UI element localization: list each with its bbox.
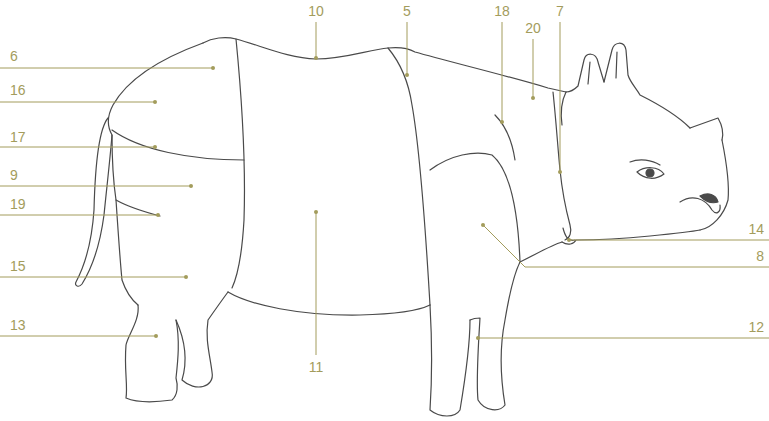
shoulder-plate bbox=[495, 115, 515, 160]
snout-line bbox=[700, 140, 728, 230]
leader-dot bbox=[154, 334, 158, 338]
leader-dot bbox=[567, 238, 571, 242]
leader-dots bbox=[153, 56, 571, 340]
leader-line bbox=[0, 336, 156, 337]
leader-line bbox=[560, 22, 561, 172]
callout-number: 11 bbox=[309, 359, 324, 375]
back-line bbox=[203, 38, 566, 92]
leader-line bbox=[316, 22, 317, 58]
callout-number: 9 bbox=[10, 167, 18, 183]
leader-line bbox=[0, 277, 186, 278]
leader-line bbox=[0, 147, 155, 148]
hip-fold bbox=[112, 130, 244, 160]
callout-number: 19 bbox=[10, 196, 26, 212]
callout-number: 7 bbox=[556, 3, 564, 19]
rhino-outline bbox=[76, 38, 729, 416]
rear-leg bbox=[125, 305, 178, 402]
eye bbox=[637, 168, 664, 179]
leader-line bbox=[0, 186, 191, 187]
leader-line bbox=[316, 212, 317, 355]
leader-dot bbox=[481, 223, 485, 227]
hip-plate-edge bbox=[232, 39, 245, 288]
horn bbox=[690, 118, 723, 140]
rump-line bbox=[108, 43, 203, 305]
leader-dot bbox=[314, 210, 318, 214]
jaw-line bbox=[562, 230, 700, 244]
pupil bbox=[646, 169, 654, 177]
callout-number: 16 bbox=[10, 82, 26, 98]
callout-number: 13 bbox=[10, 317, 26, 333]
callout-number: 20 bbox=[525, 20, 541, 36]
ear-inner bbox=[588, 52, 617, 84]
rear-leg bbox=[176, 292, 228, 387]
chest-line bbox=[520, 242, 562, 262]
callout-number: 17 bbox=[10, 129, 26, 145]
callout-number: 12 bbox=[748, 319, 764, 335]
leader-dot bbox=[405, 73, 409, 77]
leader-dot bbox=[314, 56, 318, 60]
leader-dot bbox=[153, 145, 157, 149]
leader-line bbox=[502, 22, 503, 122]
leader-line bbox=[569, 240, 769, 241]
front-leg bbox=[430, 305, 470, 416]
leader-dot bbox=[531, 96, 535, 100]
neck-fold bbox=[553, 92, 571, 240]
leader-dot bbox=[189, 184, 193, 188]
belly-line bbox=[228, 292, 430, 315]
brow bbox=[630, 160, 660, 165]
leader-dot bbox=[153, 100, 157, 104]
leader-line bbox=[483, 225, 769, 267]
leader-dot bbox=[500, 120, 504, 124]
callout-number: 10 bbox=[308, 3, 324, 19]
leader-dot bbox=[156, 213, 160, 217]
leader-lines bbox=[0, 22, 769, 355]
mouth bbox=[680, 198, 720, 213]
neck-fold bbox=[561, 92, 566, 125]
leader-dot bbox=[558, 170, 562, 174]
callout-number: 8 bbox=[756, 248, 764, 264]
callout-number: 6 bbox=[10, 48, 18, 64]
leader-line bbox=[0, 102, 155, 103]
nostril bbox=[700, 194, 718, 203]
ear bbox=[566, 54, 604, 92]
leader-line bbox=[407, 22, 408, 75]
tail bbox=[76, 118, 112, 286]
callout-number: 14 bbox=[748, 221, 764, 237]
leader-dot bbox=[476, 336, 480, 340]
leader-dot bbox=[211, 66, 215, 70]
leader-dot bbox=[184, 275, 188, 279]
foreleg-plate bbox=[430, 153, 520, 262]
callout-number: 15 bbox=[10, 258, 26, 274]
leader-line bbox=[533, 39, 534, 98]
callout-number: 5 bbox=[403, 3, 411, 19]
leader-line bbox=[478, 338, 769, 339]
callout-number: 18 bbox=[494, 3, 510, 19]
leader-line bbox=[0, 215, 158, 216]
leader-line bbox=[0, 68, 213, 69]
shoulder-fold bbox=[388, 48, 430, 305]
front-leg bbox=[470, 262, 520, 410]
thigh-fold bbox=[116, 200, 160, 216]
